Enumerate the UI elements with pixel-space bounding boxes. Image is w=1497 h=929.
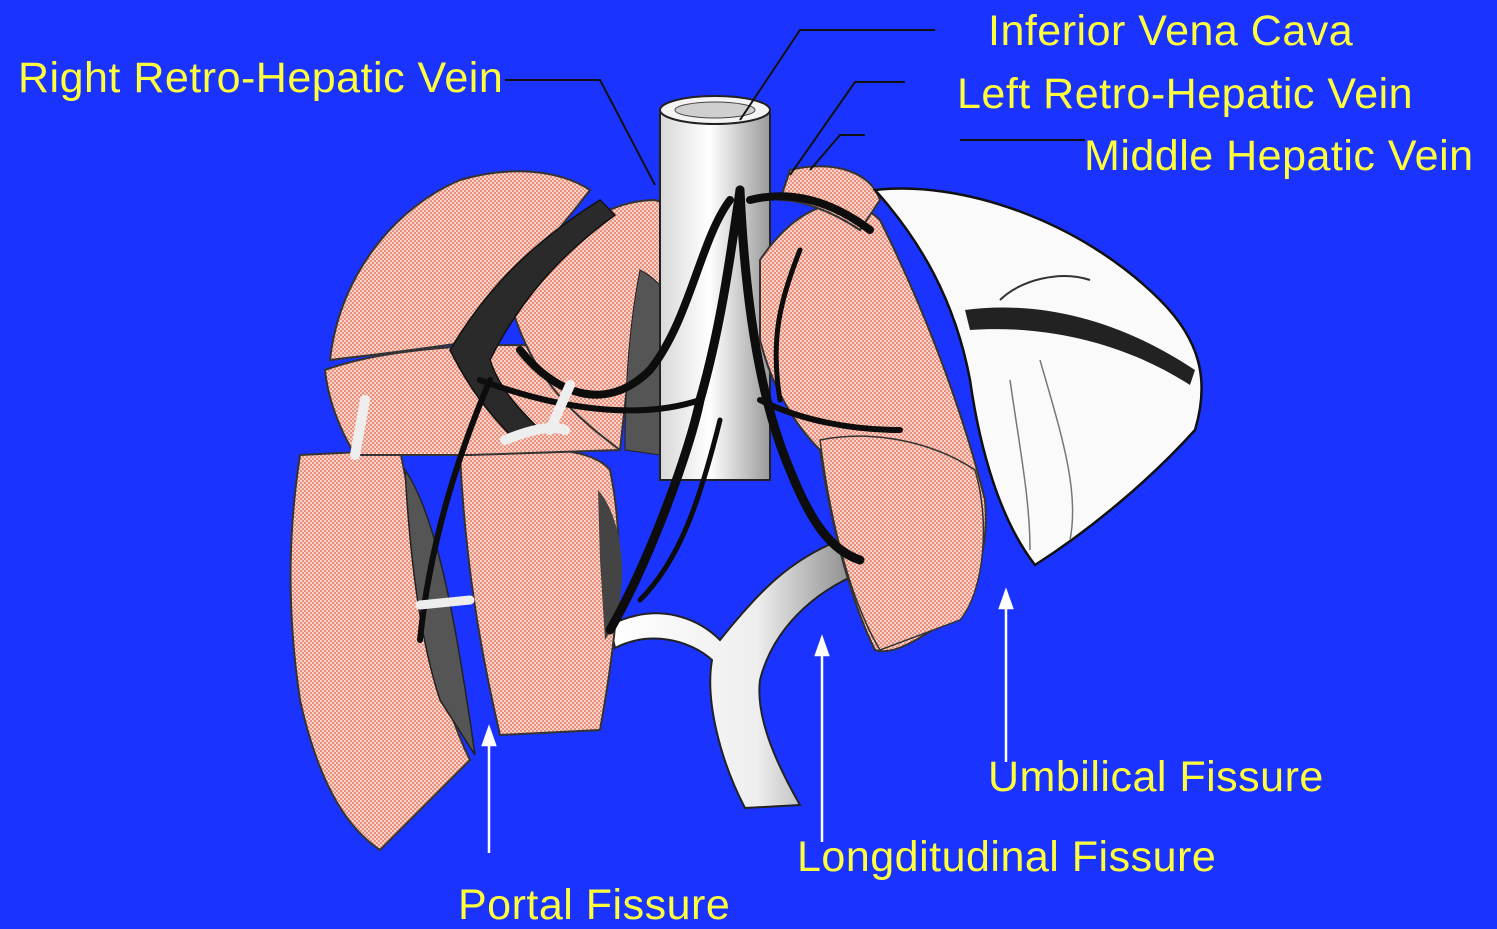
label-inferior-vena-cava: Inferior Vena Cava (988, 10, 1353, 53)
segment-v (460, 449, 619, 735)
inferior-vena-cava (660, 110, 770, 480)
label-umbilical-fissure: Umbilical Fissure (988, 756, 1324, 799)
segment-iv-lower (820, 436, 983, 650)
label-right-retro-hepatic-vein: Right Retro-Hepatic Vein (18, 57, 503, 100)
label-left-retro-hepatic-vein: Left Retro-Hepatic Vein (957, 73, 1413, 116)
label-middle-hepatic-vein: Middle Hepatic Vein (1084, 135, 1474, 178)
portal-vein (610, 540, 855, 808)
label-longditudinal-fissure: Longditudinal Fissure (797, 836, 1216, 879)
label-portal-fissure: Portal Fissure (458, 884, 730, 927)
